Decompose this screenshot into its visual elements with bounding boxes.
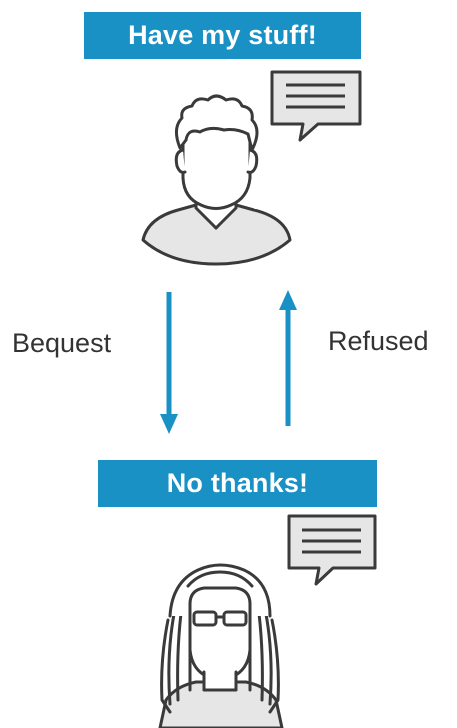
bottom-speech-text: No thanks! bbox=[166, 468, 309, 498]
person-with-glasses-icon bbox=[158, 563, 284, 728]
refused-label: Refused bbox=[328, 326, 429, 356]
bequest-label: Bequest bbox=[12, 328, 112, 358]
bottom-speech-banner: No thanks! bbox=[98, 460, 377, 507]
speech-bubble-icon bbox=[270, 70, 362, 142]
arrow-down-icon bbox=[160, 292, 178, 434]
person-icon bbox=[141, 94, 292, 266]
top-speech-text: Have my stuff! bbox=[128, 20, 317, 50]
top-speech-banner: Have my stuff! bbox=[84, 12, 361, 59]
arrow-up-icon bbox=[279, 290, 297, 426]
speech-bubble-icon bbox=[287, 514, 377, 586]
